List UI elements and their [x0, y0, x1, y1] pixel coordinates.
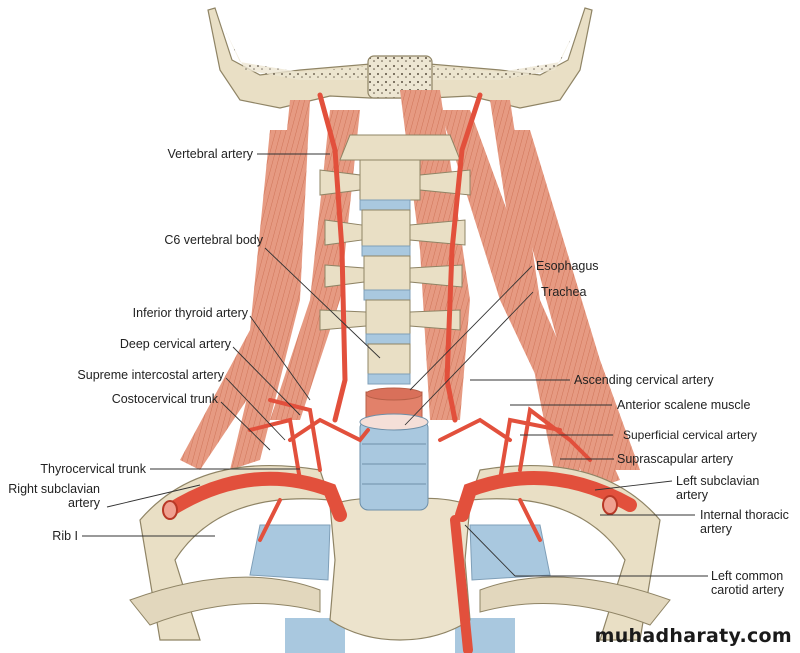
label-line-2: artery — [676, 488, 708, 502]
label-costocervical-trunk: Costocervical trunk — [111, 392, 218, 406]
label-supreme-intercostal-artery: Supreme intercostal artery — [77, 368, 224, 382]
label-esophagus: Esophagus — [536, 259, 599, 273]
label-line-2: artery — [700, 522, 732, 536]
label-thyrocervical-trunk: Thyrocervical trunk — [40, 462, 146, 476]
label-deep-cervical-artery: Deep cervical artery — [119, 337, 231, 351]
label-line-2: carotid artery — [711, 583, 784, 597]
label-line-2: artery — [68, 496, 100, 510]
label-suprascapular-artery: Suprascapular artery — [617, 452, 734, 466]
label-vertebral-artery: Vertebral artery — [167, 147, 253, 161]
vertebral-arteries — [317, 92, 483, 423]
label-superficial-cervical-artery: Superficial cervical artery — [623, 428, 758, 442]
rib-cage — [129, 465, 671, 653]
label-line-1: Left common — [711, 569, 784, 583]
label-line-1: Internal thoracic — [700, 508, 789, 522]
neck-muscles — [180, 90, 640, 490]
label-ascending-cervical-artery: Ascending cervical artery — [574, 373, 714, 387]
label-line-1: Right subclavian — [8, 482, 100, 496]
subclavian-arteries — [162, 398, 637, 653]
label-trachea: Trachea — [541, 285, 587, 299]
label-line-1: Left subclavian — [676, 474, 760, 488]
leader-lines — [82, 153, 708, 577]
label-anterior-scalene-muscle: Anterior scalene muscle — [617, 398, 751, 412]
label-right-subclavian-artery: Right subclavian artery — [0, 482, 100, 510]
label-left-subclavian-artery: Left subclavian artery — [676, 474, 759, 502]
label-inferior-thyroid-artery: Inferior thyroid artery — [132, 306, 248, 320]
trachea-esophagus — [359, 387, 429, 511]
skull-base — [207, 7, 593, 109]
watermark: muhadharaty.com — [594, 625, 792, 647]
label-internal-thoracic-artery: Internal thoracic artery — [700, 508, 789, 536]
label-left-common-carotid-artery: Left common carotid artery — [711, 569, 784, 597]
label-c6-vertebral-body: C6 vertebral body — [164, 233, 263, 247]
label-rib-1: Rib I — [52, 529, 78, 543]
